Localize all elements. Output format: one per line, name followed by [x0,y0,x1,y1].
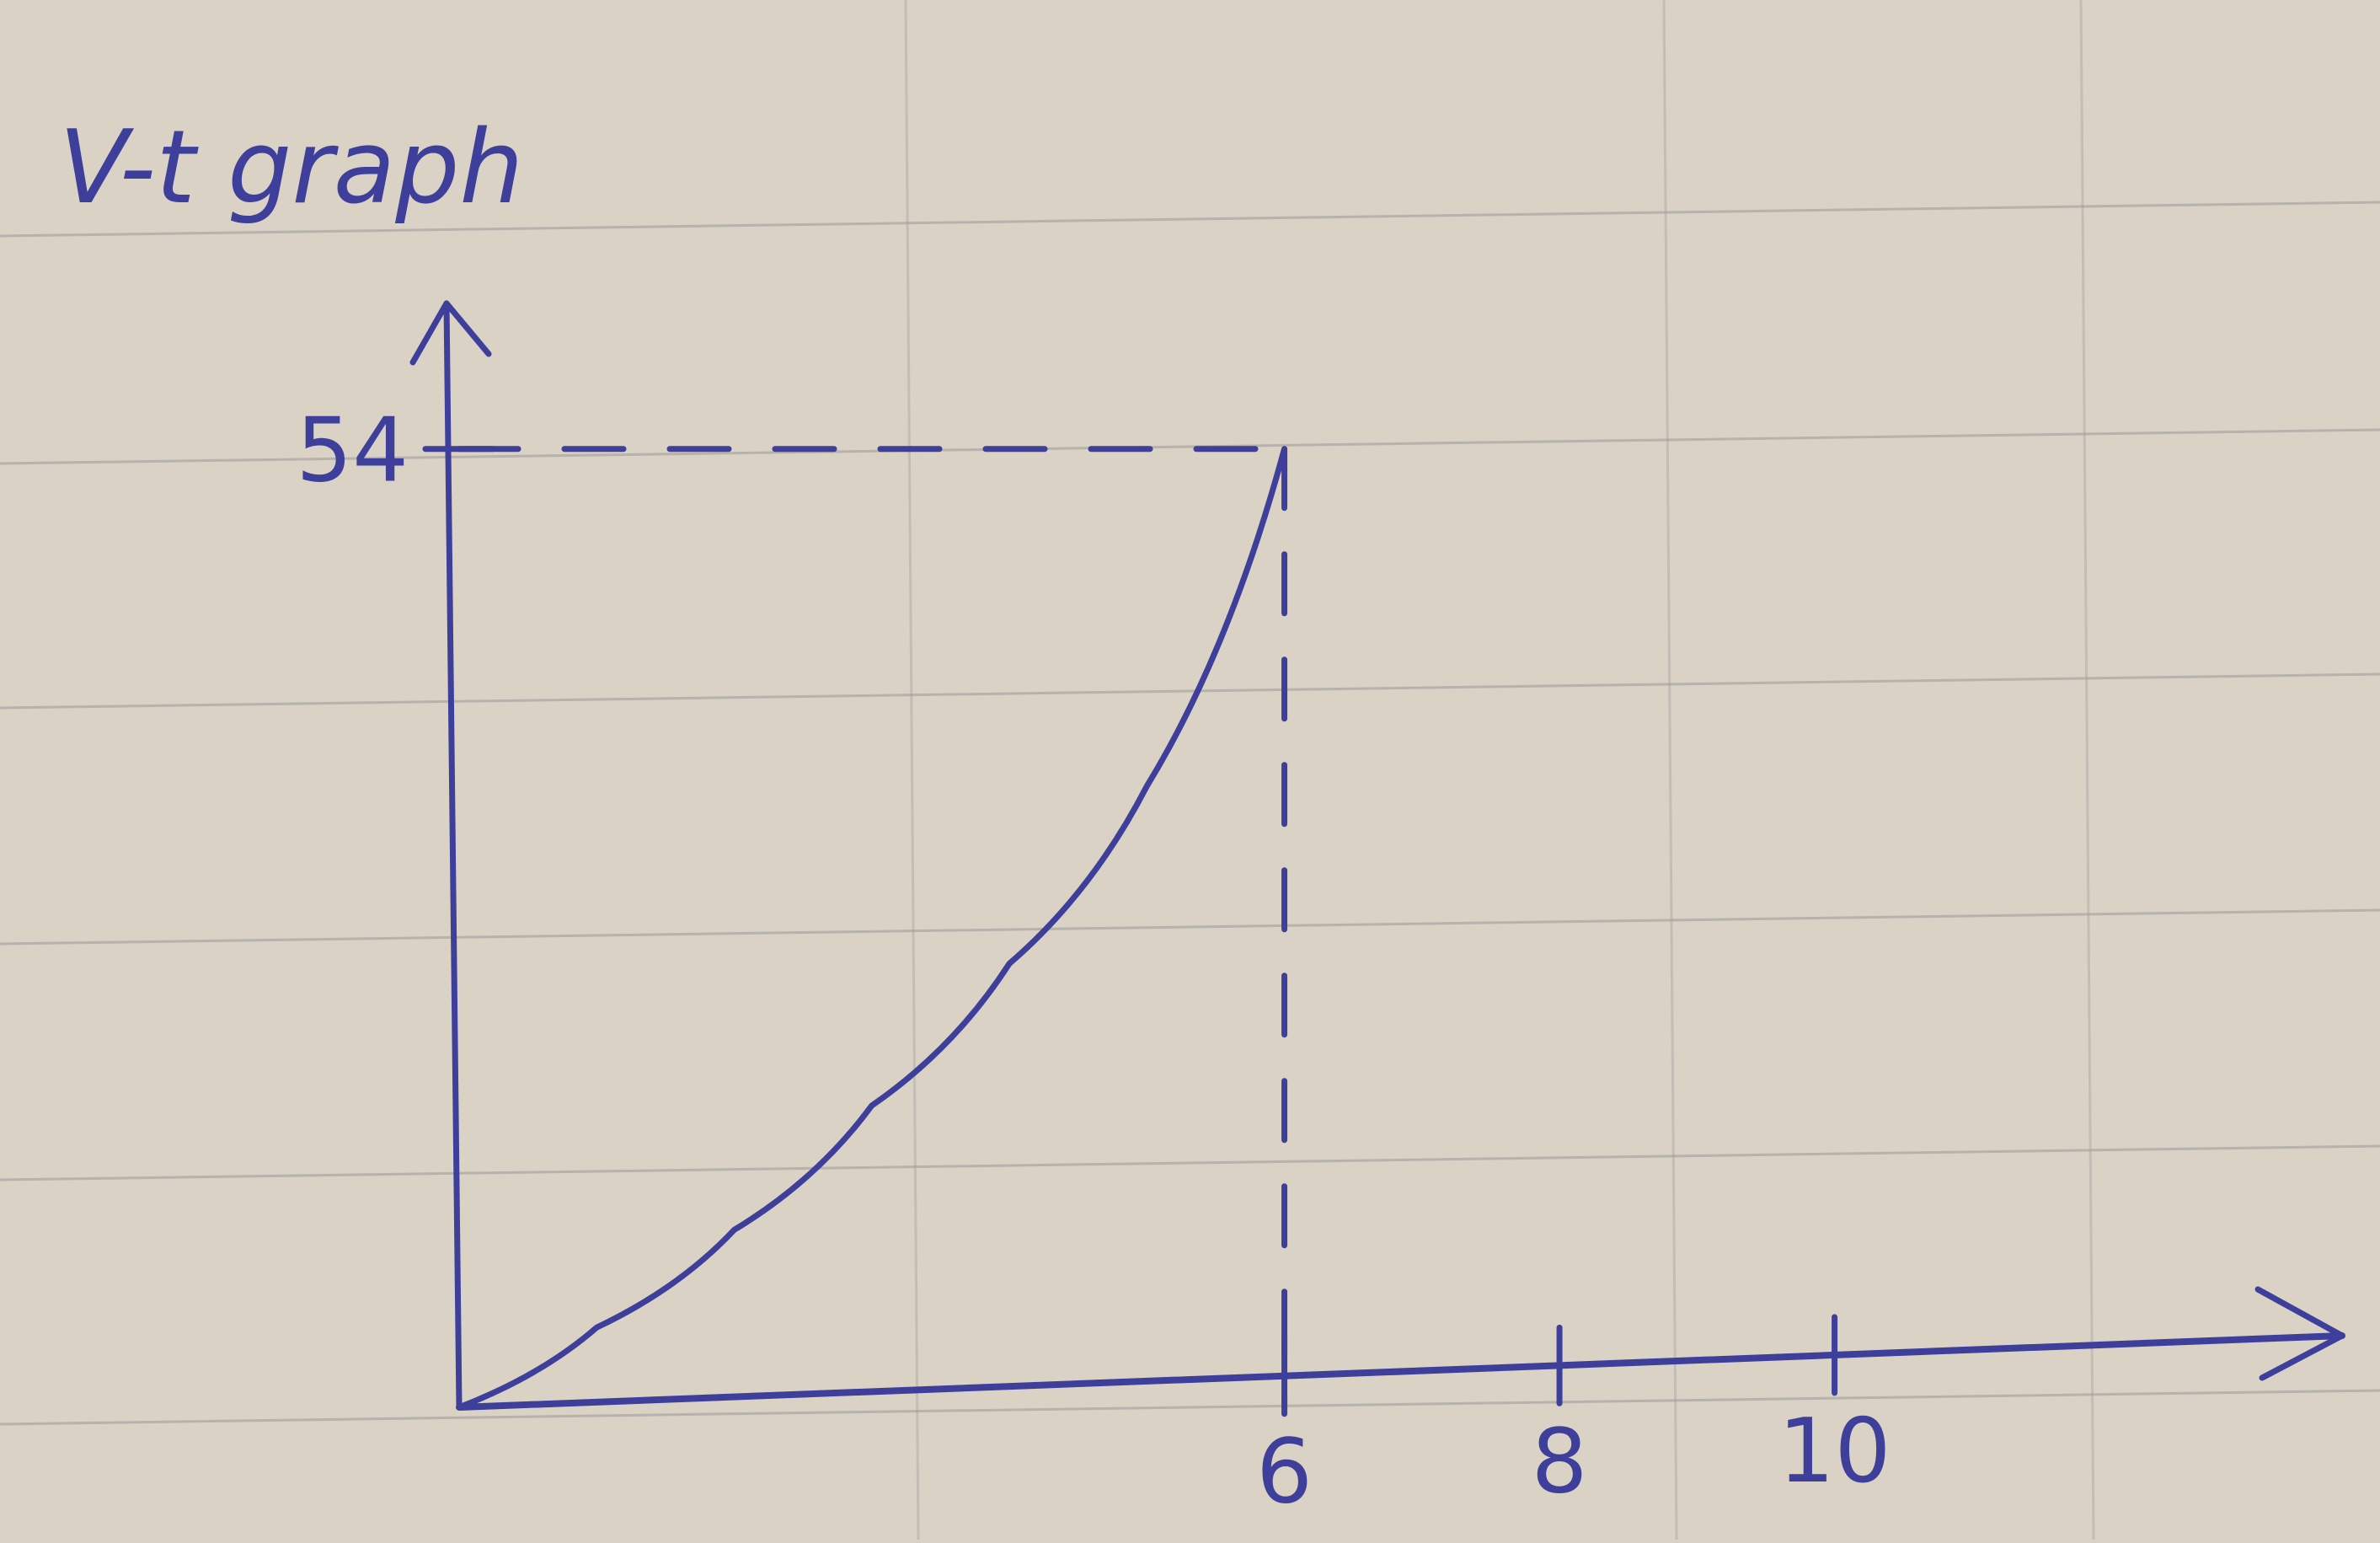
chart-ticks: 6 8 10 54 [296,399,1891,1524]
chart-axes [413,303,2342,1407]
x-axis-line [459,1336,2342,1407]
y-axis-arrowhead [413,303,489,362]
y-axis-line [447,303,459,1407]
x-tick-label: 10 [1778,1400,1891,1503]
ruled-line-vertical [2081,0,2094,1540]
ruled-line-vertical [906,0,918,1540]
ruled-line-horizontal [0,910,2380,944]
y-tick-label: 54 [296,399,409,502]
x-tick-label: 8 [1532,1410,1588,1513]
ruled-line-horizontal [0,1146,2380,1180]
x-tick-label: 6 [1256,1421,1313,1524]
chart-title: V-t graph [59,110,523,227]
ruled-line-vertical [1664,0,1677,1540]
ruled-line-horizontal [0,1390,2380,1424]
